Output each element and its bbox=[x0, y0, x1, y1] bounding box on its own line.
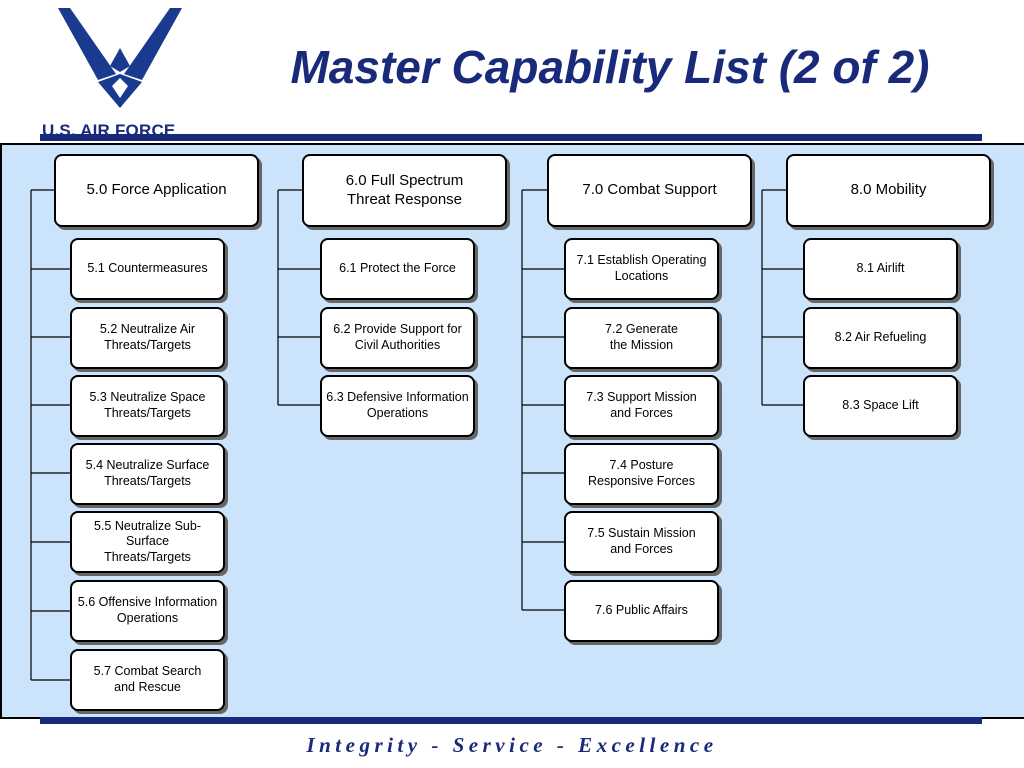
header-divider bbox=[40, 134, 982, 141]
capability-7-5: 7.5 Sustain Mission and Forces bbox=[564, 511, 719, 573]
capability-5-7: 5.7 Combat Search and Rescue bbox=[70, 649, 225, 711]
capability-7-1: 7.1 Establish Operating Locations bbox=[564, 238, 719, 300]
capability-5-6: 5.6 Offensive Information Operations bbox=[70, 580, 225, 642]
capability-tree-panel: 5.0 Force Application 5.1 Countermeasure… bbox=[0, 143, 1024, 719]
capability-8-3: 8.3 Space Lift bbox=[803, 375, 958, 437]
capability-6-2: 6.2 Provide Support for Civil Authoritie… bbox=[320, 307, 475, 369]
air-force-wings-icon bbox=[58, 8, 182, 108]
capability-6-3: 6.3 Defensive Information Operations bbox=[320, 375, 475, 437]
capability-6-1: 6.1 Protect the Force bbox=[320, 238, 475, 300]
capability-5-3: 5.3 Neutralize Space Threats/Targets bbox=[70, 375, 225, 437]
footer-divider bbox=[40, 717, 982, 724]
capability-5-1: 5.1 Countermeasures bbox=[70, 238, 225, 300]
capability-6-0: 6.0 Full Spectrum Threat Response bbox=[302, 154, 507, 227]
capability-8-2: 8.2 Air Refueling bbox=[803, 307, 958, 369]
capability-7-0: 7.0 Combat Support bbox=[547, 154, 752, 227]
capability-5-2: 5.2 Neutralize Air Threats/Targets bbox=[70, 307, 225, 369]
capability-7-4: 7.4 Posture Responsive Forces bbox=[564, 443, 719, 505]
capability-7-3: 7.3 Support Mission and Forces bbox=[564, 375, 719, 437]
footer-motto: Integrity - Service - Excellence bbox=[306, 733, 718, 757]
capability-5-0: 5.0 Force Application bbox=[54, 154, 259, 227]
capability-8-1: 8.1 Airlift bbox=[803, 238, 958, 300]
capability-5-5: 5.5 Neutralize Sub-Surface Threats/Targe… bbox=[70, 511, 225, 573]
capability-7-2: 7.2 Generate the Mission bbox=[564, 307, 719, 369]
capability-7-6: 7.6 Public Affairs bbox=[564, 580, 719, 642]
capability-8-0: 8.0 Mobility bbox=[786, 154, 991, 227]
capability-5-4: 5.4 Neutralize Surface Threats/Targets bbox=[70, 443, 225, 505]
connector-lines bbox=[30, 189, 803, 681]
air-force-logo: U.S. AIR FORCE bbox=[38, 8, 198, 140]
page-title: Master Capability List (2 of 2) bbox=[290, 41, 930, 93]
